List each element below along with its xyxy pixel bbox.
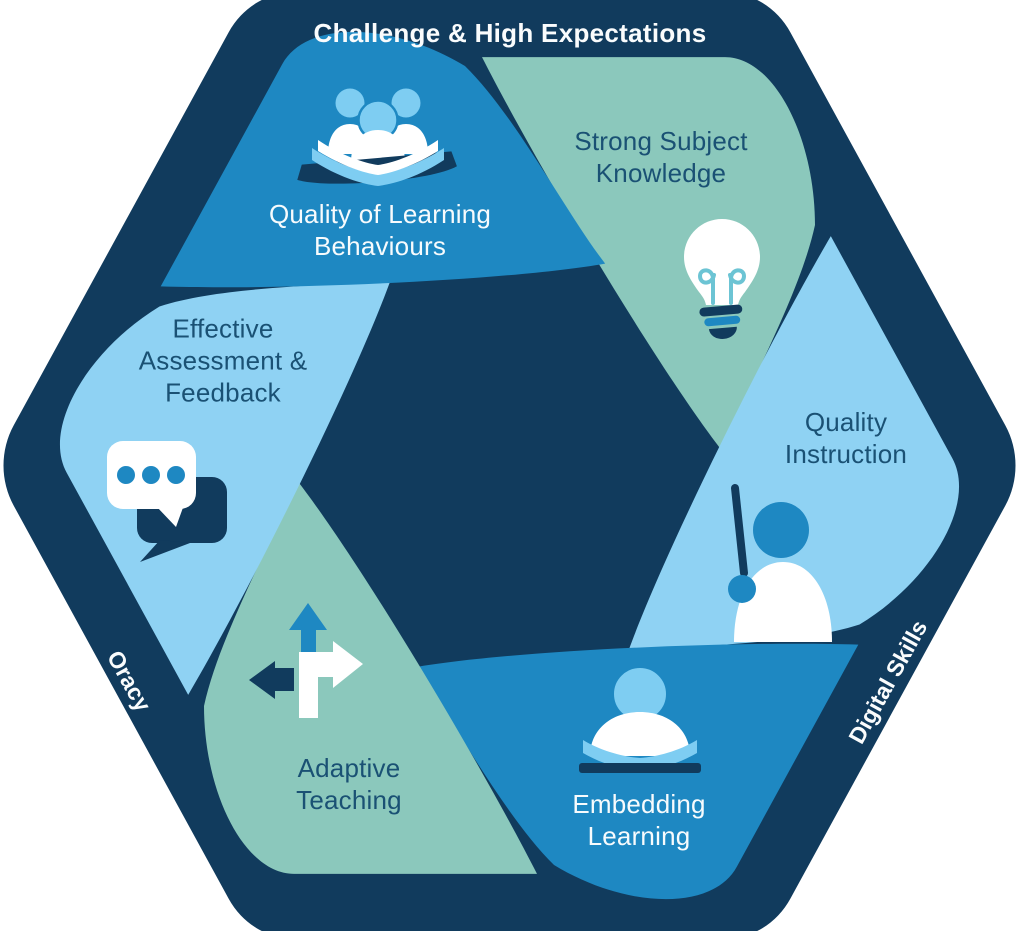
person-reading-icon [579, 666, 701, 773]
readers-group-icon [297, 88, 457, 186]
direction-arrows-icon [249, 603, 363, 718]
person-writing-icon [728, 484, 832, 642]
lightbulb-icon [684, 219, 760, 339]
speech-bubbles-icon [107, 441, 227, 562]
